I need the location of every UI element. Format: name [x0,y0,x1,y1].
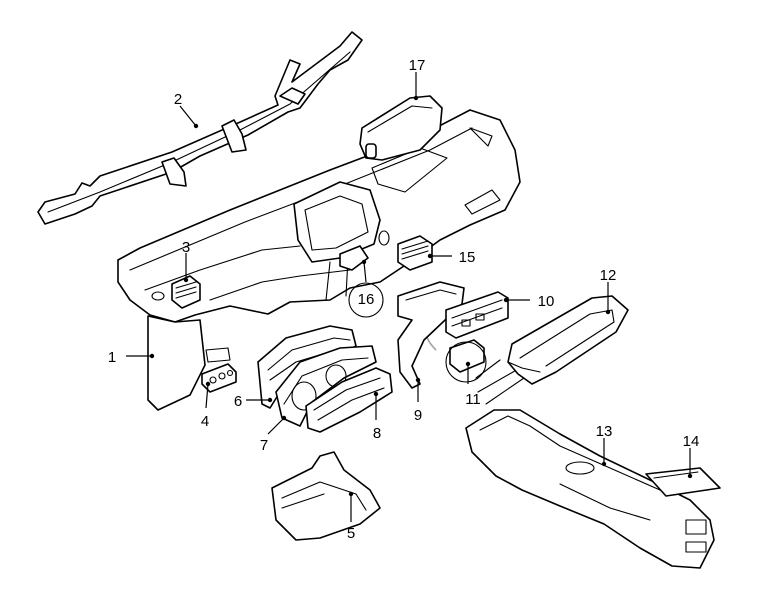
right-air-vent [397,235,433,271]
callout-3: 3 [182,239,190,256]
switch-panel [201,363,237,393]
callout-2: 2 [174,91,182,108]
callout-7: 7 [260,437,268,454]
climate-control-unit [445,291,509,339]
cross-car-beam [37,31,363,225]
callout-13: 13 [596,423,613,440]
center-console [465,409,715,569]
callout-15: 15 [459,249,476,266]
center-switch [445,339,525,405]
callout-4: 4 [201,413,209,430]
leader-16 [363,261,367,283]
left-air-vent [171,275,201,309]
callout-6: 6 [234,393,242,410]
callout-5: 5 [347,525,355,542]
leader-7 [267,417,285,435]
callout-11: 11 [465,391,481,408]
dashboard-side-panel [147,315,231,411]
storage-tray [507,295,629,385]
center-bezel [397,281,465,389]
callout-10: 10 [538,293,555,310]
callout-17: 17 [409,57,426,74]
passenger-airbag [359,95,443,161]
instrument-cluster [275,345,377,427]
leader-4 [205,383,209,409]
console-lid [645,467,721,497]
leader-lines [126,72,693,522]
glove-box [271,451,381,541]
cluster-lens [305,367,393,433]
callout-9: 9 [414,407,422,424]
callout-16: 16 [358,291,375,308]
center-vent [339,245,384,318]
leader-2 [179,105,197,127]
callout-8: 8 [373,425,381,442]
callout-1: 1 [108,349,116,366]
callout-12: 12 [600,267,617,284]
callout-labels: 1 2 3 4 5 6 7 8 9 10 11 12 13 14 15 16 1… [108,57,700,542]
callout-14: 14 [683,433,700,450]
cluster-hood [293,181,381,301]
